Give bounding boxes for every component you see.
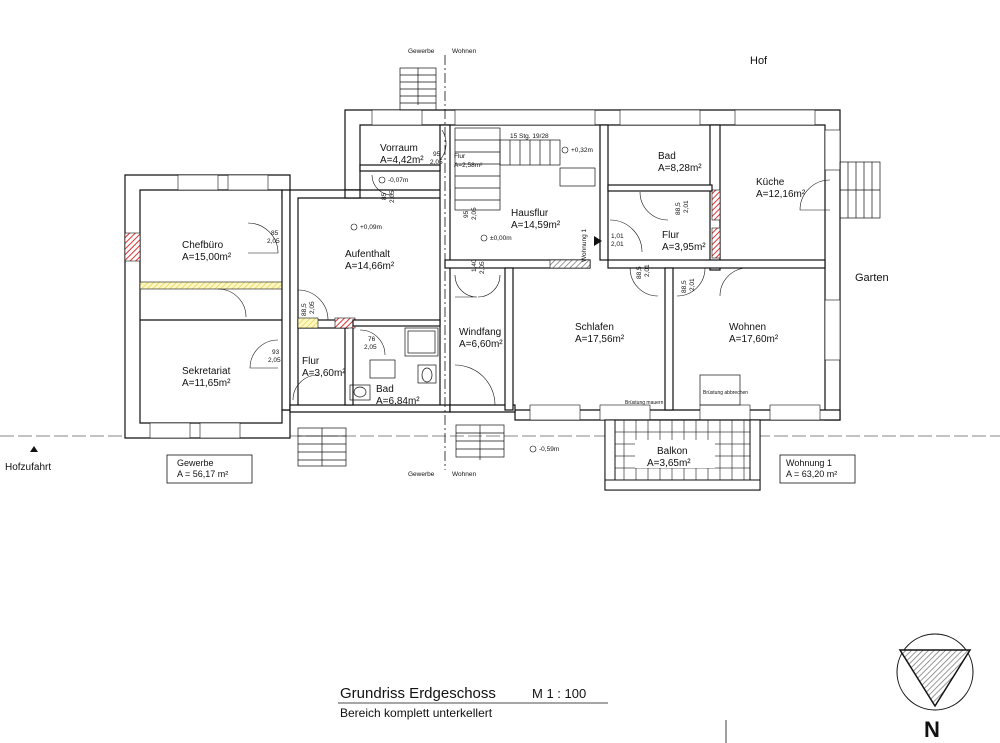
room-windfang-name: Windfang [459,327,501,338]
room-flur-small-area: A=2,58m² [454,162,483,169]
room-bad-left-area: A=6,84m² [376,396,420,407]
gewerbe-area: A = 56,17 m² [177,469,228,479]
door-dim-10-w: 88,5 [675,202,682,215]
room-vorraum-name: Vorraum [380,143,418,154]
door-dim-9-h: 2,01 [611,241,624,248]
wohnung-triangle [594,236,602,246]
main-building-walls [289,109,841,421]
door-dim-3-h: 2,05 [389,190,396,203]
room-hausflur-area: A=14,59m² [511,220,561,231]
door-dim-9-w: 1,01 [611,233,624,240]
border-bottom-right: Wohnen [452,471,476,478]
door-dim-8-w: 1,40 [471,259,478,272]
door-dim-2-w: 95 [433,151,441,158]
door-dim-10-h: 2,01 [683,200,690,213]
door-dim-12-w: 88,5 [681,280,688,293]
stair-right-kueche [839,161,881,219]
room-kueche-name: Küche [756,177,785,188]
room-bad-right-area: A=8,28m² [658,163,702,174]
bruestung-wohnen: Brüstung abbrechen [703,390,748,396]
door-dim-4-h: 2,05 [309,301,316,314]
room-bad-right-name: Bad [658,151,676,162]
door-dim-3-w: 85 [381,192,388,200]
gewerbe-summary-box [166,454,253,484]
door-dim-4-w: 88,5 [301,303,308,316]
border-bottom-left: Gewerbe [408,471,435,478]
room-aufenthalt-name: Aufenthalt [345,249,390,260]
room-windfang-area: A=6,60m² [459,339,503,350]
door-dim-7-w: 95 [463,210,470,218]
label-garten: Garten [855,272,889,284]
level-3: +0,09m [360,224,382,231]
north-arrow [896,633,974,711]
room-wohnen-area: A=17,60m² [729,334,779,345]
bruestung-schlafen: Brüstung mauern [625,400,664,406]
doors [217,129,831,406]
left-wing-walls [124,174,291,439]
door-dim-1-h: 2,05 [267,238,280,245]
stair-bottom-left [297,427,347,467]
label-hof: Hof [750,55,768,67]
room-sekretariat-name: Sekretariat [182,366,231,377]
room-schlafen-area: A=17,56m² [575,334,625,345]
stair-top [399,67,437,111]
plan-title: Grundriss Erdgeschoss [340,685,496,702]
plan-subtitle: Bereich komplett unterkellert [340,706,493,720]
gewerbe-title: Gewerbe [177,458,214,468]
door-dim-12-h: 2,01 [689,278,696,291]
door-dim-6-h: 2,05 [364,344,377,351]
room-vorraum-area: A=4,42m² [380,155,424,166]
door-dim-11-w: 88,5 [636,266,643,279]
room-bad-left-name: Bad [376,384,394,395]
wohnung-summary-box [779,454,856,484]
door-dim-7-h: 2,05 [471,207,478,220]
room-chefbuero-name: Chefbüro [182,240,224,251]
plan-scale: M 1 : 100 [532,686,586,701]
room-sekretariat-area: A=11,65m² [182,378,231,389]
room-balkon-name: Balkon [657,446,688,457]
hofzufahrt-triangle [30,446,38,452]
door-dim-8-h: 2,05 [479,261,486,274]
door-dim-5-w: 93 [272,349,280,356]
stair-bottom-center [455,424,505,460]
room-flur-left-name: Flur [302,356,320,367]
label-hofzufahrt: Hofzufahrt [5,462,51,473]
room-hausflur-name: Hausflur [511,208,549,219]
door-dim-2-h: 2,05 [430,159,443,166]
door-dim-6-w: 76 [368,336,376,343]
room-flur-small-name: Flur [454,153,466,160]
bath-fixtures [349,327,439,401]
room-balkon-area: A=3,65m² [647,458,691,469]
level-5: -0,59m [539,446,559,453]
balcony [604,419,761,491]
room-schlafen-name: Schlafen [575,322,614,333]
level-4: ±0,00m [490,235,512,242]
wohnung-marker: Wohnung 1 [581,228,588,262]
room-chefbuero-area: A=15,00m² [182,252,232,263]
room-flur-right-name: Flur [662,230,680,241]
level-1: +0,32m [571,147,593,154]
internal-stair [454,127,596,211]
wohnung-title: Wohnung 1 [786,458,832,468]
room-flur-right-area: A=3,95m² [662,242,706,253]
stair-note: 15 Stg. 19/28 [510,133,549,140]
label-north: N [924,717,940,742]
room-kueche-area: A=12,16m² [756,189,806,200]
room-flur-left-area: A=3,60m² [302,368,346,379]
door-dim-11-h: 2,01 [644,264,651,277]
door-dim-1-w: 85 [271,230,279,237]
border-top-right: Wohnen [452,48,476,55]
room-wohnen-name: Wohnen [729,322,766,333]
level-2: -0,07m [388,177,408,184]
wohnung-area: A = 63,20 m² [786,469,837,479]
door-dim-5-h: 2,05 [268,357,281,364]
border-top-left: Gewerbe [408,48,435,55]
level-markers [350,146,569,453]
room-aufenthalt-area: A=14,66m² [345,261,395,272]
